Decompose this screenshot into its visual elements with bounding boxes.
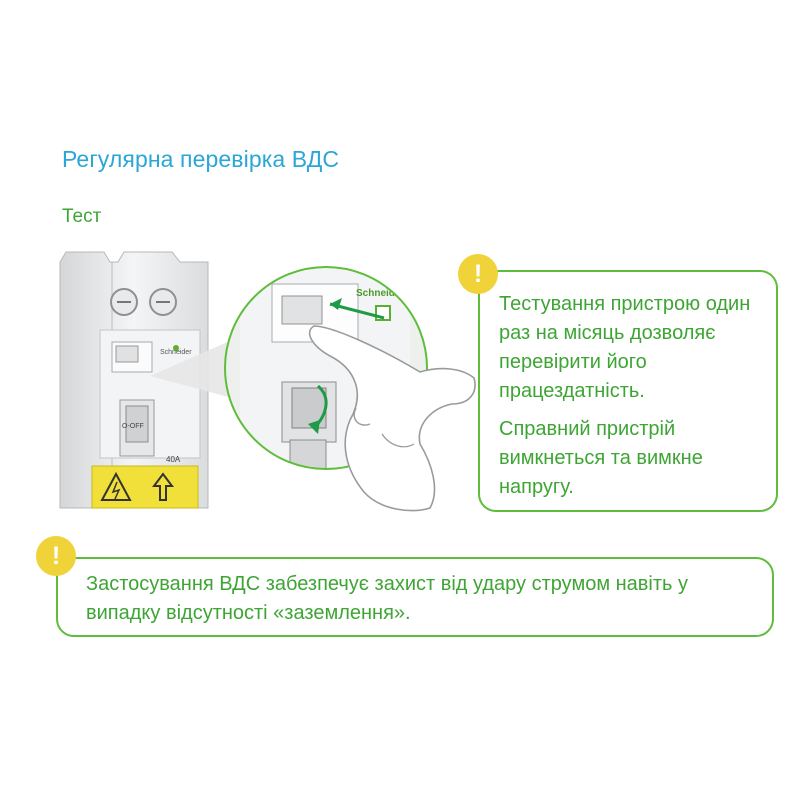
- page-subtitle: Тест: [62, 206, 102, 227]
- page-title: Регулярна перевірка ВДС: [62, 146, 340, 172]
- hand-illustration: [308, 325, 476, 512]
- zoom-brand-label: Schneider: [356, 288, 404, 299]
- monthly-test-callout: Тестування пристрою один раз на місяць д…: [478, 270, 778, 512]
- exclamation-icon: !: [36, 536, 76, 576]
- device-status-label: O-OFF: [122, 423, 144, 430]
- device-rating-label: 40A: [166, 455, 181, 464]
- device-trip-text: Справний пристрій вимкнеться та вимкне н…: [499, 418, 703, 498]
- protection-callout: Застосування ВДС забезпечує захист від у…: [56, 557, 774, 637]
- svg-text:Schneider: Schneider: [160, 349, 192, 356]
- protection-text: Застосування ВДС забезпечує захист від у…: [86, 573, 689, 624]
- rcd-device: Schneider O-OFF 40A: [59, 251, 209, 509]
- exclamation-icon: !: [458, 254, 498, 294]
- monthly-test-text: Тестування пристрою один раз на місяць д…: [499, 293, 751, 402]
